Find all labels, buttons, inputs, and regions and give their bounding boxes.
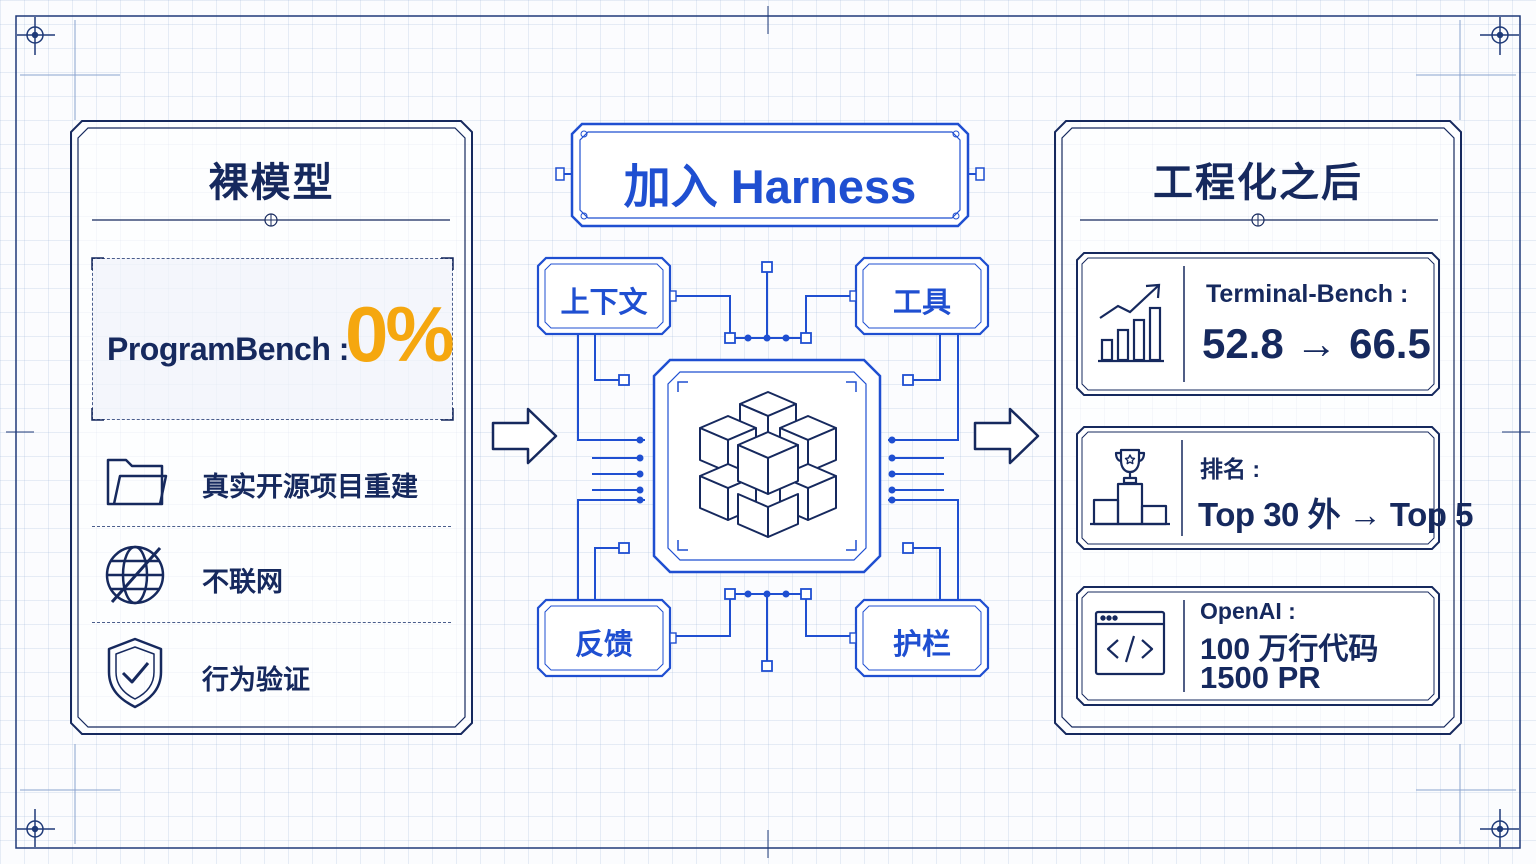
terminal-bench-value: 52.8 → 66.5	[1202, 320, 1431, 367]
node-feedback-label: 反馈	[574, 629, 633, 661]
harness-title: 加入 Harness	[623, 160, 917, 213]
list-item-label: 不联网	[202, 567, 283, 597]
shield-check-icon	[107, 637, 163, 709]
node-feedback-box	[536, 598, 677, 678]
podium-trophy-icon	[1090, 448, 1170, 526]
harness-circuit	[536, 122, 990, 678]
node-guardrails-box	[849, 598, 990, 678]
terminal-bench-label: Terminal-Bench :	[1206, 280, 1409, 308]
programbench-label: ProgramBench :	[107, 331, 349, 367]
result-card-ranking: 排名 : Top 30 外 → Top 5	[1076, 426, 1473, 550]
node-context-box	[536, 256, 677, 336]
arrow-right-icon	[491, 407, 558, 465]
card-border	[1076, 252, 1440, 396]
list-item-behavior-verification: 行为验证	[92, 628, 451, 718]
code-window-icon	[1094, 610, 1166, 676]
node-tools-box	[849, 256, 990, 336]
ranking-value: Top 30 外 → Top 5	[1198, 496, 1473, 533]
list-item-label: 真实开源项目重建	[202, 472, 418, 502]
benchmark-box: ProgramBench : 0%	[91, 257, 455, 421]
left-panel-border	[70, 120, 473, 735]
left-panel-title: 裸模型	[208, 161, 335, 205]
node-context-label: 上下文	[560, 287, 648, 319]
programbench-value: 0%	[345, 290, 455, 378]
list-item-label: 行为验证	[202, 665, 310, 695]
right-panel: 工程化之后 Terminal-Bench : 52.8 → 66.5	[1054, 120, 1473, 735]
card-border	[1076, 426, 1440, 550]
harness-title-banner	[555, 122, 985, 228]
ranking-label: 排名 :	[1200, 456, 1261, 482]
node-tools-label: 工具	[892, 287, 951, 319]
left-panel: 裸模型 ProgramBench : 0% 真实开源项目重建	[70, 120, 473, 735]
list-item-offline: 不联网	[92, 532, 451, 618]
openai-label: OpenAI :	[1200, 598, 1296, 624]
divider	[92, 622, 451, 623]
arrow-right-icon	[973, 407, 1040, 465]
list-item-open-source-rebuild: 真实开源项目重建	[92, 438, 451, 524]
benchmark-box-corners	[91, 257, 454, 421]
divider	[92, 526, 451, 527]
openai-lines-of-code: 100 万行代码	[1200, 633, 1379, 666]
openai-pr-count: 1500 PR	[1200, 660, 1321, 695]
result-card-terminal-bench: Terminal-Bench : 52.8 → 66.5	[1076, 252, 1440, 396]
folder-icon	[106, 458, 168, 506]
bar-chart-trend-icon	[1098, 283, 1164, 363]
globe-crossed-icon	[105, 545, 165, 605]
right-panel-title: 工程化之后	[1153, 161, 1363, 205]
cube-stack-icon	[699, 391, 837, 538]
node-guardrails-label: 护栏	[892, 629, 951, 661]
card-border	[1076, 586, 1440, 706]
result-card-openai: OpenAI : 100 万行代码 1500 PR	[1076, 586, 1440, 706]
